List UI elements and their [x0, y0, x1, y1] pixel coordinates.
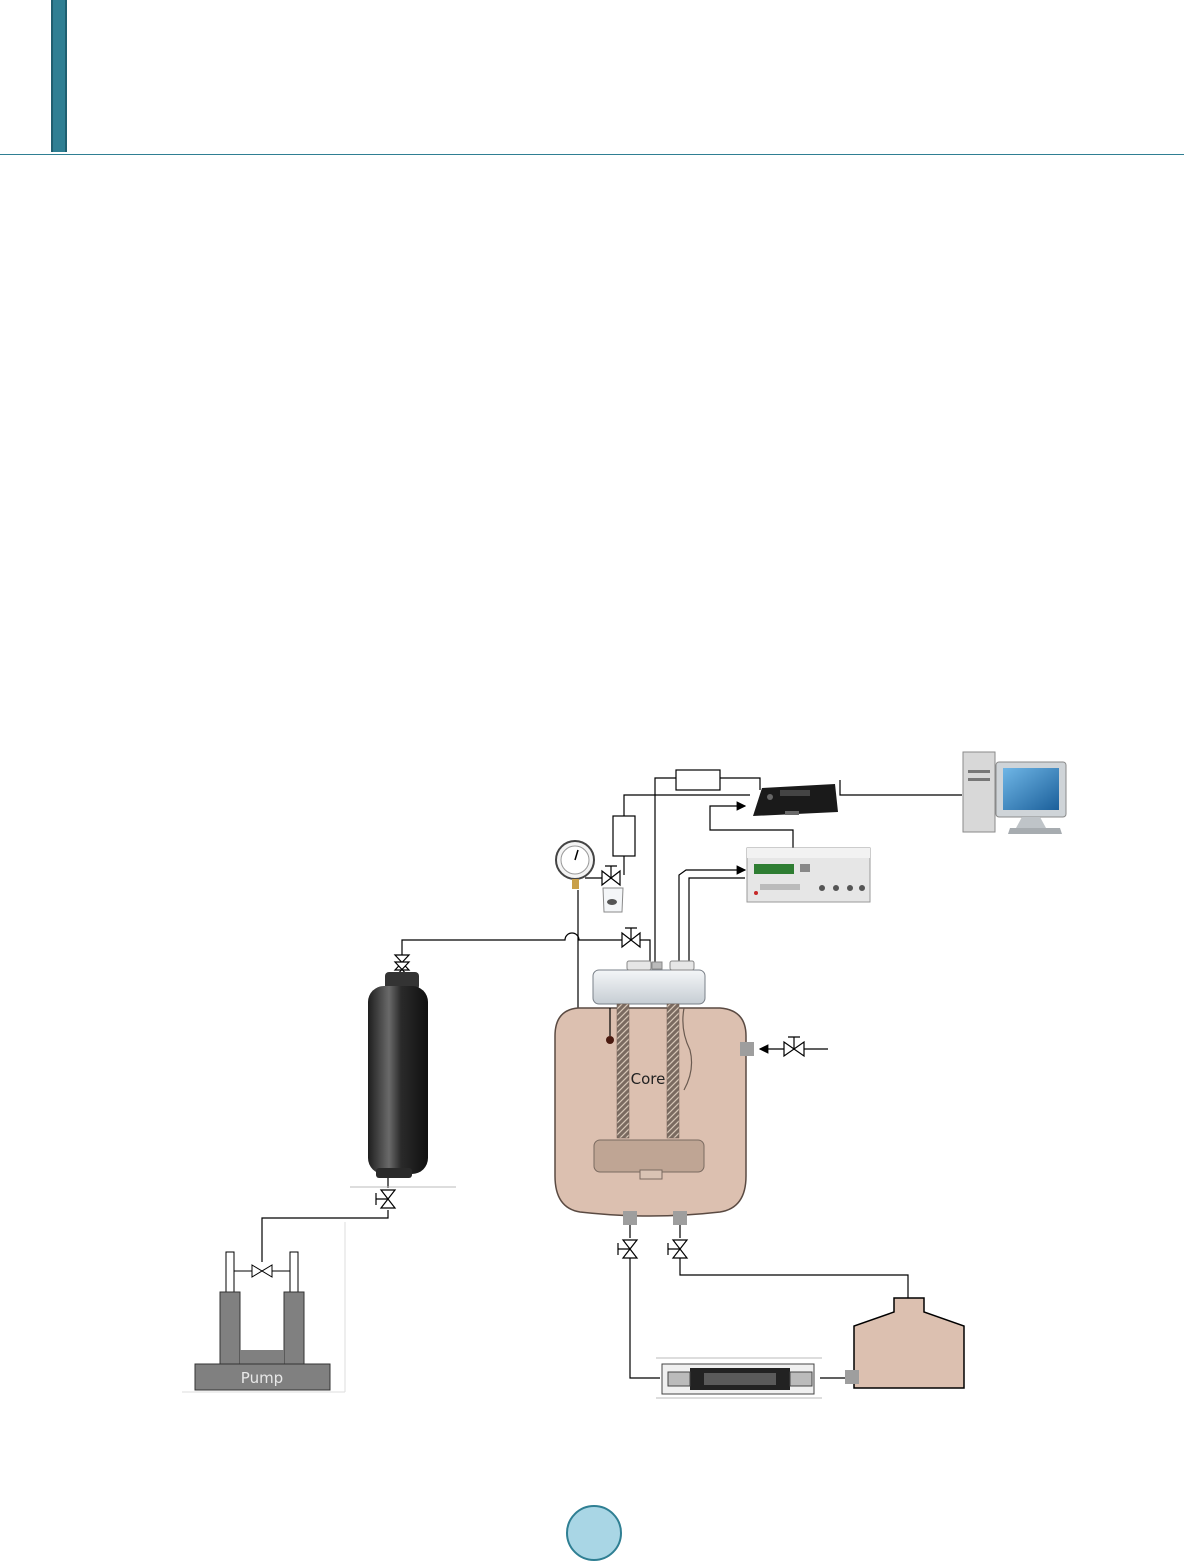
valve-icon[interactable] [667, 1239, 689, 1259]
valve-icon[interactable] [601, 865, 621, 887]
valve-icon[interactable] [621, 927, 641, 949]
flow-restrictor-box [675, 769, 721, 791]
core-holder-vessel [554, 960, 754, 1225]
header-rule [0, 154, 1184, 155]
valve-icon[interactable] [617, 1239, 639, 1259]
storage-tank [845, 1297, 965, 1389]
pump-assembly [182, 1222, 346, 1393]
beaker-icon [602, 887, 624, 913]
valve-icon[interactable] [375, 1189, 397, 1209]
core-label: Core [631, 1070, 666, 1088]
valve-icon[interactable] [783, 1036, 805, 1058]
horizontal-core-holder [656, 1357, 822, 1399]
readout-instrument [746, 847, 871, 903]
pump-label: Pump [241, 1369, 283, 1387]
page-number-badge [566, 1505, 622, 1561]
flow-restrictor-box [612, 815, 636, 857]
header-accent-bar [51, 0, 67, 152]
gas-cylinder [350, 972, 456, 1188]
computer-icon [962, 751, 1067, 834]
pressure-gauge-icon [555, 840, 595, 889]
data-logger [753, 784, 838, 816]
